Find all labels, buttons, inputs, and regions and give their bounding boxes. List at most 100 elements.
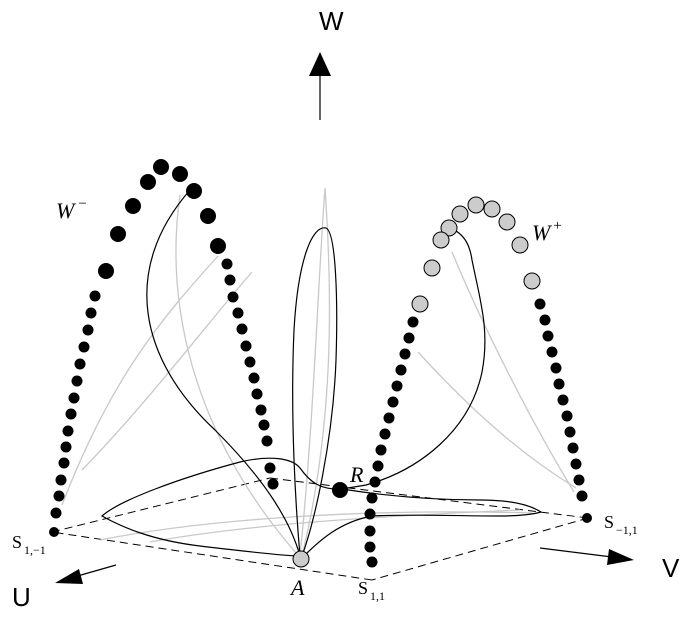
w-plus-dot: [369, 476, 381, 488]
w-plus-dot: [570, 458, 582, 470]
w-plus-label: W+: [532, 218, 562, 245]
w-minus-dot: [186, 183, 202, 199]
w-minus-dot: [58, 457, 70, 469]
w-plus-dot: [546, 346, 558, 358]
w-plus-label-sup: +: [553, 218, 561, 234]
w-minus-dot: [267, 478, 279, 490]
w-plus-dot: [534, 298, 546, 310]
w-minus-dot: [248, 372, 260, 384]
v-axis-label: V: [662, 553, 680, 583]
w-minus-dot: [55, 474, 67, 486]
w-minus-dot: [53, 490, 65, 502]
w-minus-dot: [236, 323, 248, 335]
w-minus-dot: [140, 174, 156, 190]
w-plus-dot: [573, 474, 585, 486]
w-minus-dot: [172, 166, 188, 182]
w-minus-dot: [68, 392, 80, 404]
w-plus-dot: [383, 412, 395, 424]
w-minus-label: W−: [56, 196, 87, 223]
w-plus-dot: [395, 364, 407, 376]
corner-label-s-1-m1-base: S: [12, 532, 22, 552]
w-minus-dot: [125, 198, 141, 214]
w-plus-dot: [411, 295, 429, 313]
gray-heteroclinic-curves: [61, 187, 577, 557]
w-minus-dot: [210, 238, 226, 254]
w-minus-dot: [82, 324, 94, 336]
u-axis-arrow: [55, 564, 117, 584]
w-plus-dot: [391, 380, 403, 392]
w-plus-dot: [467, 196, 485, 214]
w-minus-dot: [255, 404, 267, 416]
w-plus-dot: [498, 213, 516, 231]
w-plus-dot: [364, 525, 376, 537]
w-plus-dot: [451, 205, 469, 223]
w-minus-dot: [261, 435, 273, 447]
w-minus-dot: [264, 462, 276, 474]
w-minus-dot: [65, 408, 77, 420]
w-plus-dot: [387, 396, 399, 408]
w-minus-label-base: W: [56, 198, 76, 223]
w-plus-dot: [567, 442, 579, 454]
base-plane: [51, 477, 589, 581]
w-minus-dot: [78, 341, 90, 353]
w-axis-label: W: [319, 6, 344, 36]
u-axis-label: U: [12, 582, 31, 612]
corner-label-s-1-1-base: S: [358, 578, 368, 598]
w-plus-dot: [440, 219, 458, 237]
corner-label-s-m1-1-sub: −1,1: [616, 523, 638, 537]
w-plus-dot: [366, 556, 378, 568]
w-minus-dot: [89, 290, 101, 302]
w-minus-dot: [240, 340, 252, 352]
point-a-label: A: [289, 575, 305, 600]
w-plus-dot: [366, 492, 378, 504]
w-minus-dot: [258, 419, 270, 431]
w-minus-dot: [200, 208, 216, 224]
w-minus-dot: [50, 507, 62, 519]
w-minus-dot: [224, 274, 236, 286]
w-axis-arrow: [309, 52, 331, 120]
w-minus-label-sup: −: [78, 196, 86, 212]
corner-label-s-m1-1: S−1,1: [604, 512, 638, 537]
w-plus-dot: [407, 316, 419, 328]
w-minus-dot: [153, 159, 169, 175]
w-minus-dots: [49, 159, 279, 537]
w-minus-dot: [74, 358, 86, 370]
corner-label-s-1-1-sub: 1,1: [370, 589, 385, 603]
w-minus-dot: [221, 258, 233, 270]
equilibrium-a: [292, 550, 310, 568]
w-minus-dot: [244, 356, 256, 368]
w-minus-dot: [251, 388, 263, 400]
w-plus-dot: [576, 490, 588, 502]
w-plus-dot: [403, 332, 415, 344]
w-plus-dot: [372, 460, 384, 472]
w-plus-dot: [364, 541, 376, 553]
corner-dot-s-m1-1: [582, 513, 592, 523]
w-plus-dot: [423, 259, 441, 277]
w-plus-dot: [379, 428, 391, 440]
w-minus-dot: [60, 441, 72, 453]
w-minus-dot: [71, 375, 83, 387]
w-plus-dot: [511, 236, 529, 254]
v-axis-arrow: [539, 547, 634, 565]
corner-label-s-m1-1-base: S: [604, 512, 614, 532]
w-plus-dot: [542, 330, 554, 342]
w-plus-dots: [364, 196, 592, 568]
point-r-label: R: [349, 462, 364, 487]
w-plus-dot: [539, 314, 551, 326]
equilibrium-r: [332, 482, 348, 498]
w-plus-dot: [553, 378, 565, 390]
w-plus-dot: [561, 410, 573, 422]
w-minus-dot: [232, 307, 244, 319]
w-plus-dot: [564, 426, 576, 438]
w-minus-dot: [110, 226, 126, 242]
w-plus-dot: [523, 272, 541, 290]
w-plus-dot: [557, 394, 569, 406]
w-minus-dot: [85, 307, 97, 319]
w-plus-dot: [432, 231, 450, 249]
w-minus-dot: [98, 263, 114, 279]
w-plus-dot: [483, 200, 501, 218]
corner-label-s-1-m1-sub: 1,−1: [24, 543, 46, 557]
